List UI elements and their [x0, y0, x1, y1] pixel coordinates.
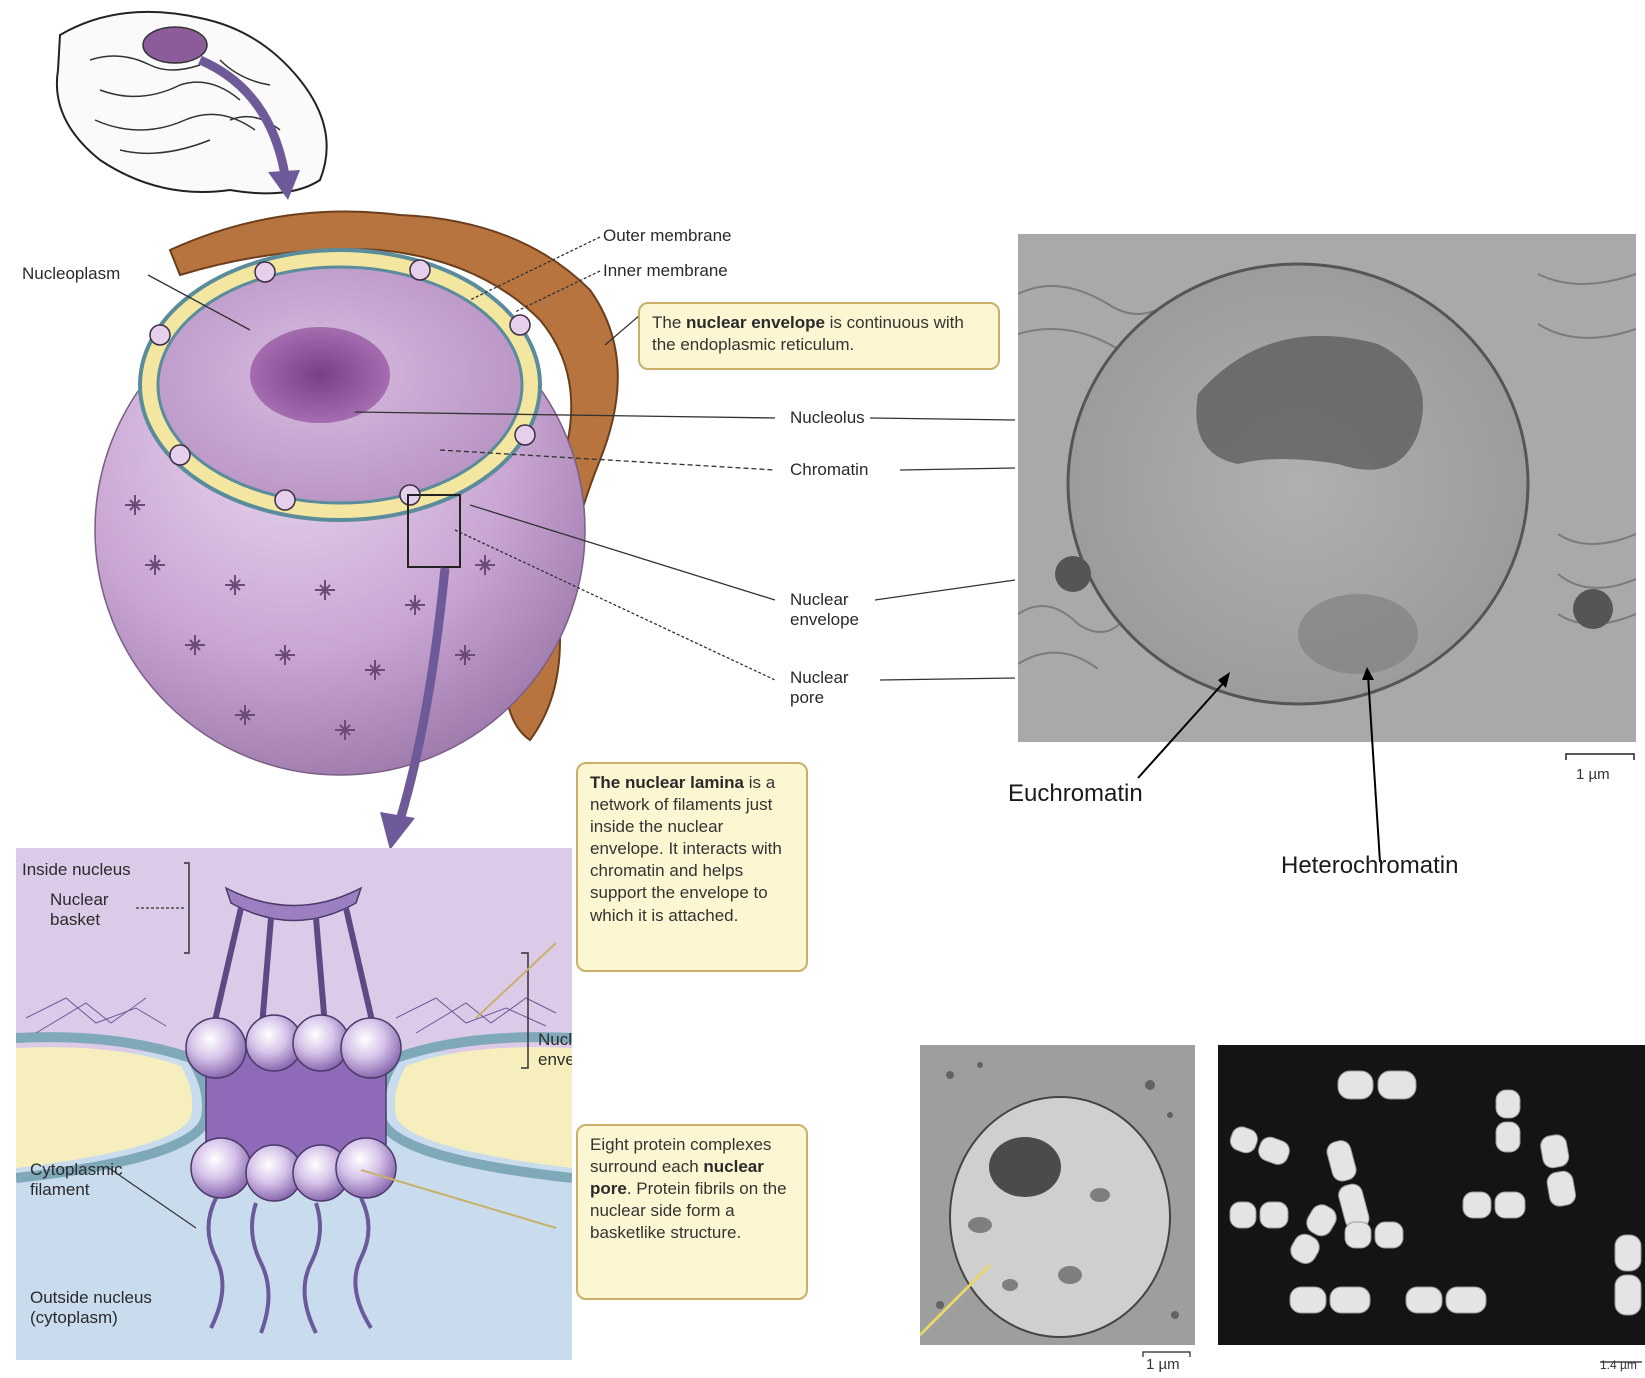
- pore-detail-panel: Inside nucleus Nuclear basket Nuclear en…: [16, 848, 572, 1360]
- label-nuclear-envelope-detail: Nuclear envelope: [538, 1030, 572, 1069]
- micrograph-main: [1018, 234, 1636, 742]
- label-outside-nucleus: Outside nucleus (cytoplasm): [30, 1288, 200, 1327]
- micrograph-chromosomes: [1218, 1045, 1645, 1345]
- label-cytoplasmic-filament: Cytoplasmic filament: [30, 1160, 140, 1199]
- label-nuclear-envelope: Nuclear envelope: [790, 590, 870, 629]
- nucleolus-shape: [250, 327, 390, 423]
- callout-lamina-post: is a network of filaments just inside th…: [590, 773, 782, 925]
- callout-pore: Eight protein complexes surround each nu…: [576, 1124, 808, 1300]
- label-heterochromatin: Heterochromatin: [1281, 852, 1458, 880]
- label-chromatin: Chromatin: [790, 460, 868, 480]
- label-euchromatin: Euchromatin: [1008, 780, 1143, 808]
- callout-lamina-bold: The nuclear lamina: [590, 773, 744, 792]
- scale-main: 1 µm: [1576, 766, 1610, 783]
- callout-er: The nuclear envelope is continuous with …: [638, 302, 1000, 370]
- label-nucleoplasm: Nucleoplasm: [22, 264, 120, 284]
- callout-er-bold: nuclear envelope: [686, 313, 825, 332]
- label-nucleolus: Nucleolus: [790, 408, 865, 428]
- micrograph-main-svg: [1018, 234, 1636, 742]
- chromosomes-svg: [1218, 1045, 1645, 1345]
- label-nuclear-basket: Nuclear basket: [50, 890, 126, 929]
- micrograph-small: [920, 1045, 1195, 1345]
- label-nuclear-pore: Nuclear pore: [790, 668, 860, 707]
- label-outer-membrane: Outer membrane: [603, 226, 732, 246]
- micrograph-small-svg: [920, 1045, 1195, 1345]
- label-inner-membrane: Inner membrane: [603, 261, 728, 281]
- scale-chromosomes: 1.4 µm: [1600, 1358, 1637, 1372]
- scale-small: 1 µm: [1146, 1356, 1180, 1373]
- label-inside-nucleus: Inside nucleus: [22, 860, 131, 880]
- callout-lamina: The nuclear lamina is a network of filam…: [576, 762, 808, 972]
- callout-er-pre: The: [652, 313, 686, 332]
